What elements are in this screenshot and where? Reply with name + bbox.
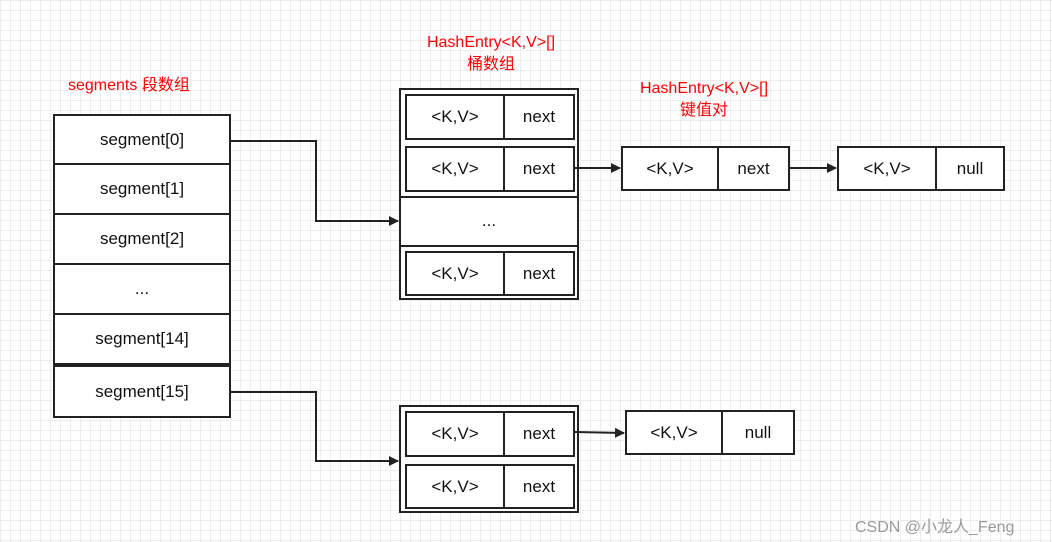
kv-cell: <K,V> (407, 253, 505, 294)
bucket-divider (401, 196, 577, 198)
kv-cell: <K,V> (407, 413, 505, 455)
entry-node: <K,V> null (625, 410, 795, 455)
bucket-array-title: HashEntry<K,V>[] (426, 34, 556, 51)
kv-cell: <K,V> (839, 148, 937, 189)
next-cell: next (522, 476, 556, 496)
segment-cell: segment[14] (53, 313, 231, 365)
next-cell: next (522, 159, 556, 178)
null-cell: null (744, 422, 772, 442)
entry-node: <K,V> next (621, 146, 790, 191)
bucket-array-top: <K,V> next <K,V> next ... <K,V> next (399, 88, 579, 300)
next-cell: next (522, 263, 556, 283)
segment-cell: segment[0] (53, 114, 231, 165)
segment-cell: segment[15] (53, 365, 231, 418)
bucket-ellipsis: ... (481, 211, 497, 230)
arrow-bucket-to-entry-bottom (574, 427, 625, 438)
kv-cell: <K,V> (407, 96, 505, 138)
null-cell: null (956, 158, 984, 178)
entry-node: <K,V> null (837, 146, 1005, 191)
segments-label: segments 段数组 (68, 77, 190, 94)
bucket-row: <K,V> next (405, 251, 575, 296)
bucket-array-subtitle: 桶数组 (466, 56, 515, 73)
segment-cell: segment[1] (53, 163, 231, 215)
entry-subtitle: 键值对 (679, 102, 728, 119)
bucket-divider (401, 245, 577, 247)
bucket-row: <K,V> next (405, 464, 575, 509)
bucket-row: <K,V> next (405, 146, 575, 192)
arrow-segment0-to-bucket (231, 140, 399, 226)
next-cell: next (737, 158, 770, 178)
bucket-array-bottom: <K,V> next <K,V> next (399, 405, 579, 513)
kv-cell: <K,V> (623, 148, 719, 189)
next-cell: next (522, 107, 556, 126)
segment-cell: segment[2] (53, 213, 231, 265)
entry-title: HashEntry<K,V>[] (639, 80, 769, 97)
bucket-row: <K,V> next (405, 94, 575, 140)
next-cell: next (522, 424, 556, 443)
kv-cell: <K,V> (407, 148, 505, 190)
kv-cell: <K,V> (407, 466, 505, 507)
segment-cell: ... (53, 263, 231, 315)
arrow-segment15-to-bucket (231, 391, 399, 466)
kv-cell: <K,V> (627, 412, 723, 453)
watermark: CSDN @小龙人_Feng (855, 519, 1015, 536)
bucket-row: <K,V> next (405, 411, 575, 457)
